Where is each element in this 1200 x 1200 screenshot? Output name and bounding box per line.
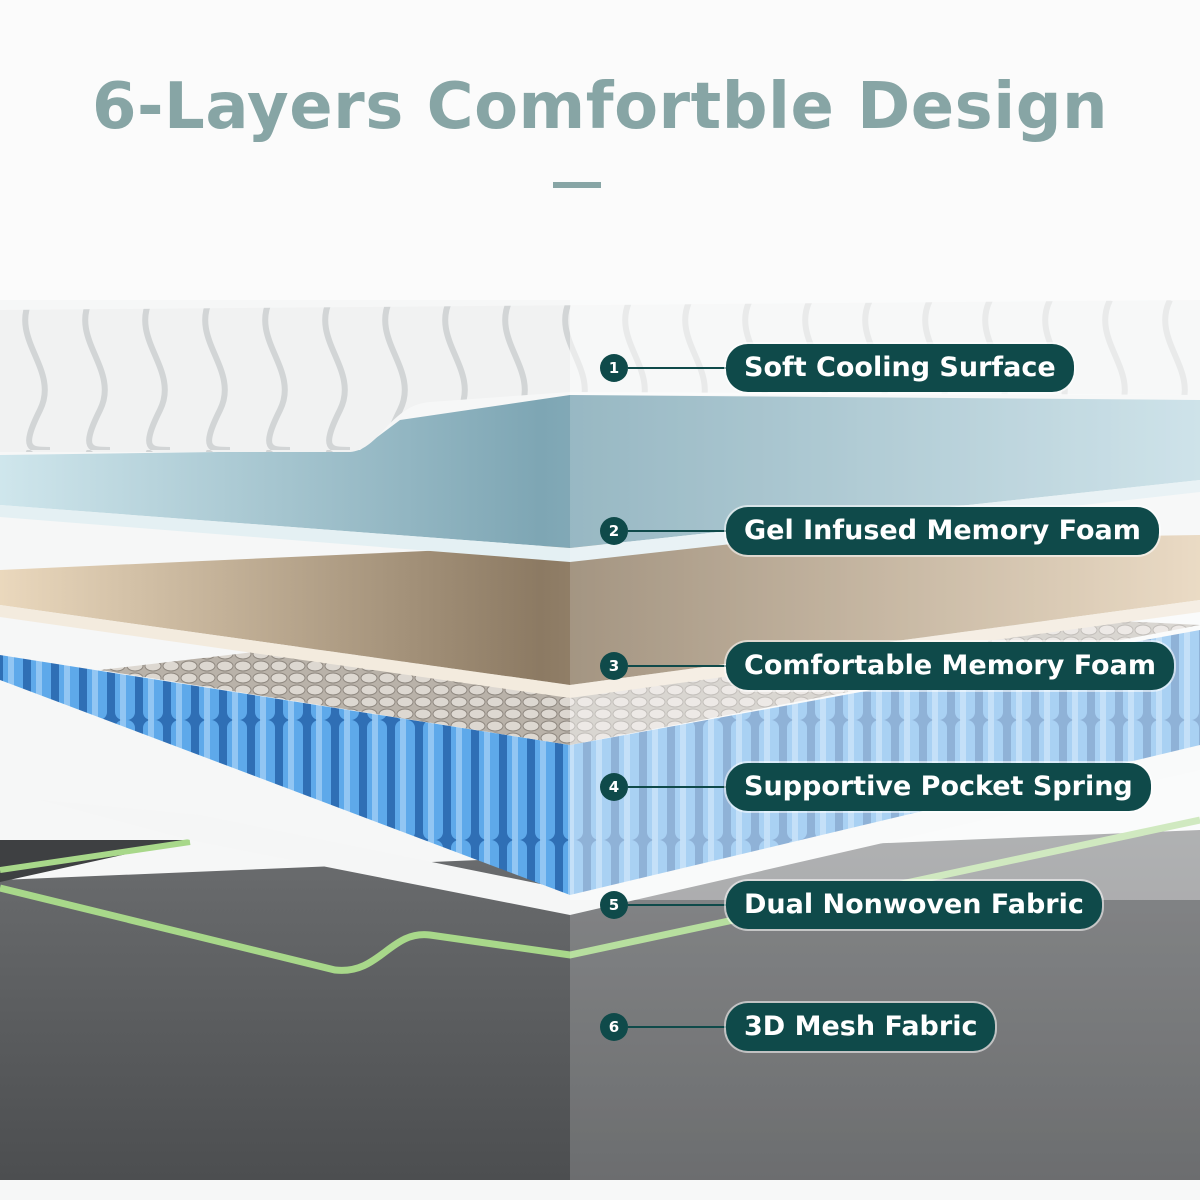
layer-number-badge: 3 (600, 652, 628, 680)
layer-label: Supportive Pocket Spring (726, 763, 1151, 811)
layer-number-badge: 1 (600, 354, 628, 382)
layer-label: Soft Cooling Surface (726, 344, 1074, 392)
layer-label: Comfortable Memory Foam (726, 642, 1174, 690)
layer-number-badge: 2 (600, 517, 628, 545)
leader-line (628, 904, 728, 906)
leader-line (628, 367, 728, 369)
layer-number-badge: 5 (600, 891, 628, 919)
leader-line (628, 786, 728, 788)
layer-cooling-surface (0, 300, 1200, 452)
leader-line (628, 530, 728, 532)
leader-line (628, 665, 728, 667)
layer-comfortable-memory-foam (0, 535, 1200, 698)
layer-number-badge: 4 (600, 773, 628, 801)
layer-label: Dual Nonwoven Fabric (726, 881, 1102, 929)
layer-number-badge: 6 (600, 1013, 628, 1041)
layer-label: 3D Mesh Fabric (726, 1003, 996, 1051)
layer-label: Gel Infused Memory Foam (726, 507, 1159, 555)
leader-line (628, 1026, 728, 1028)
